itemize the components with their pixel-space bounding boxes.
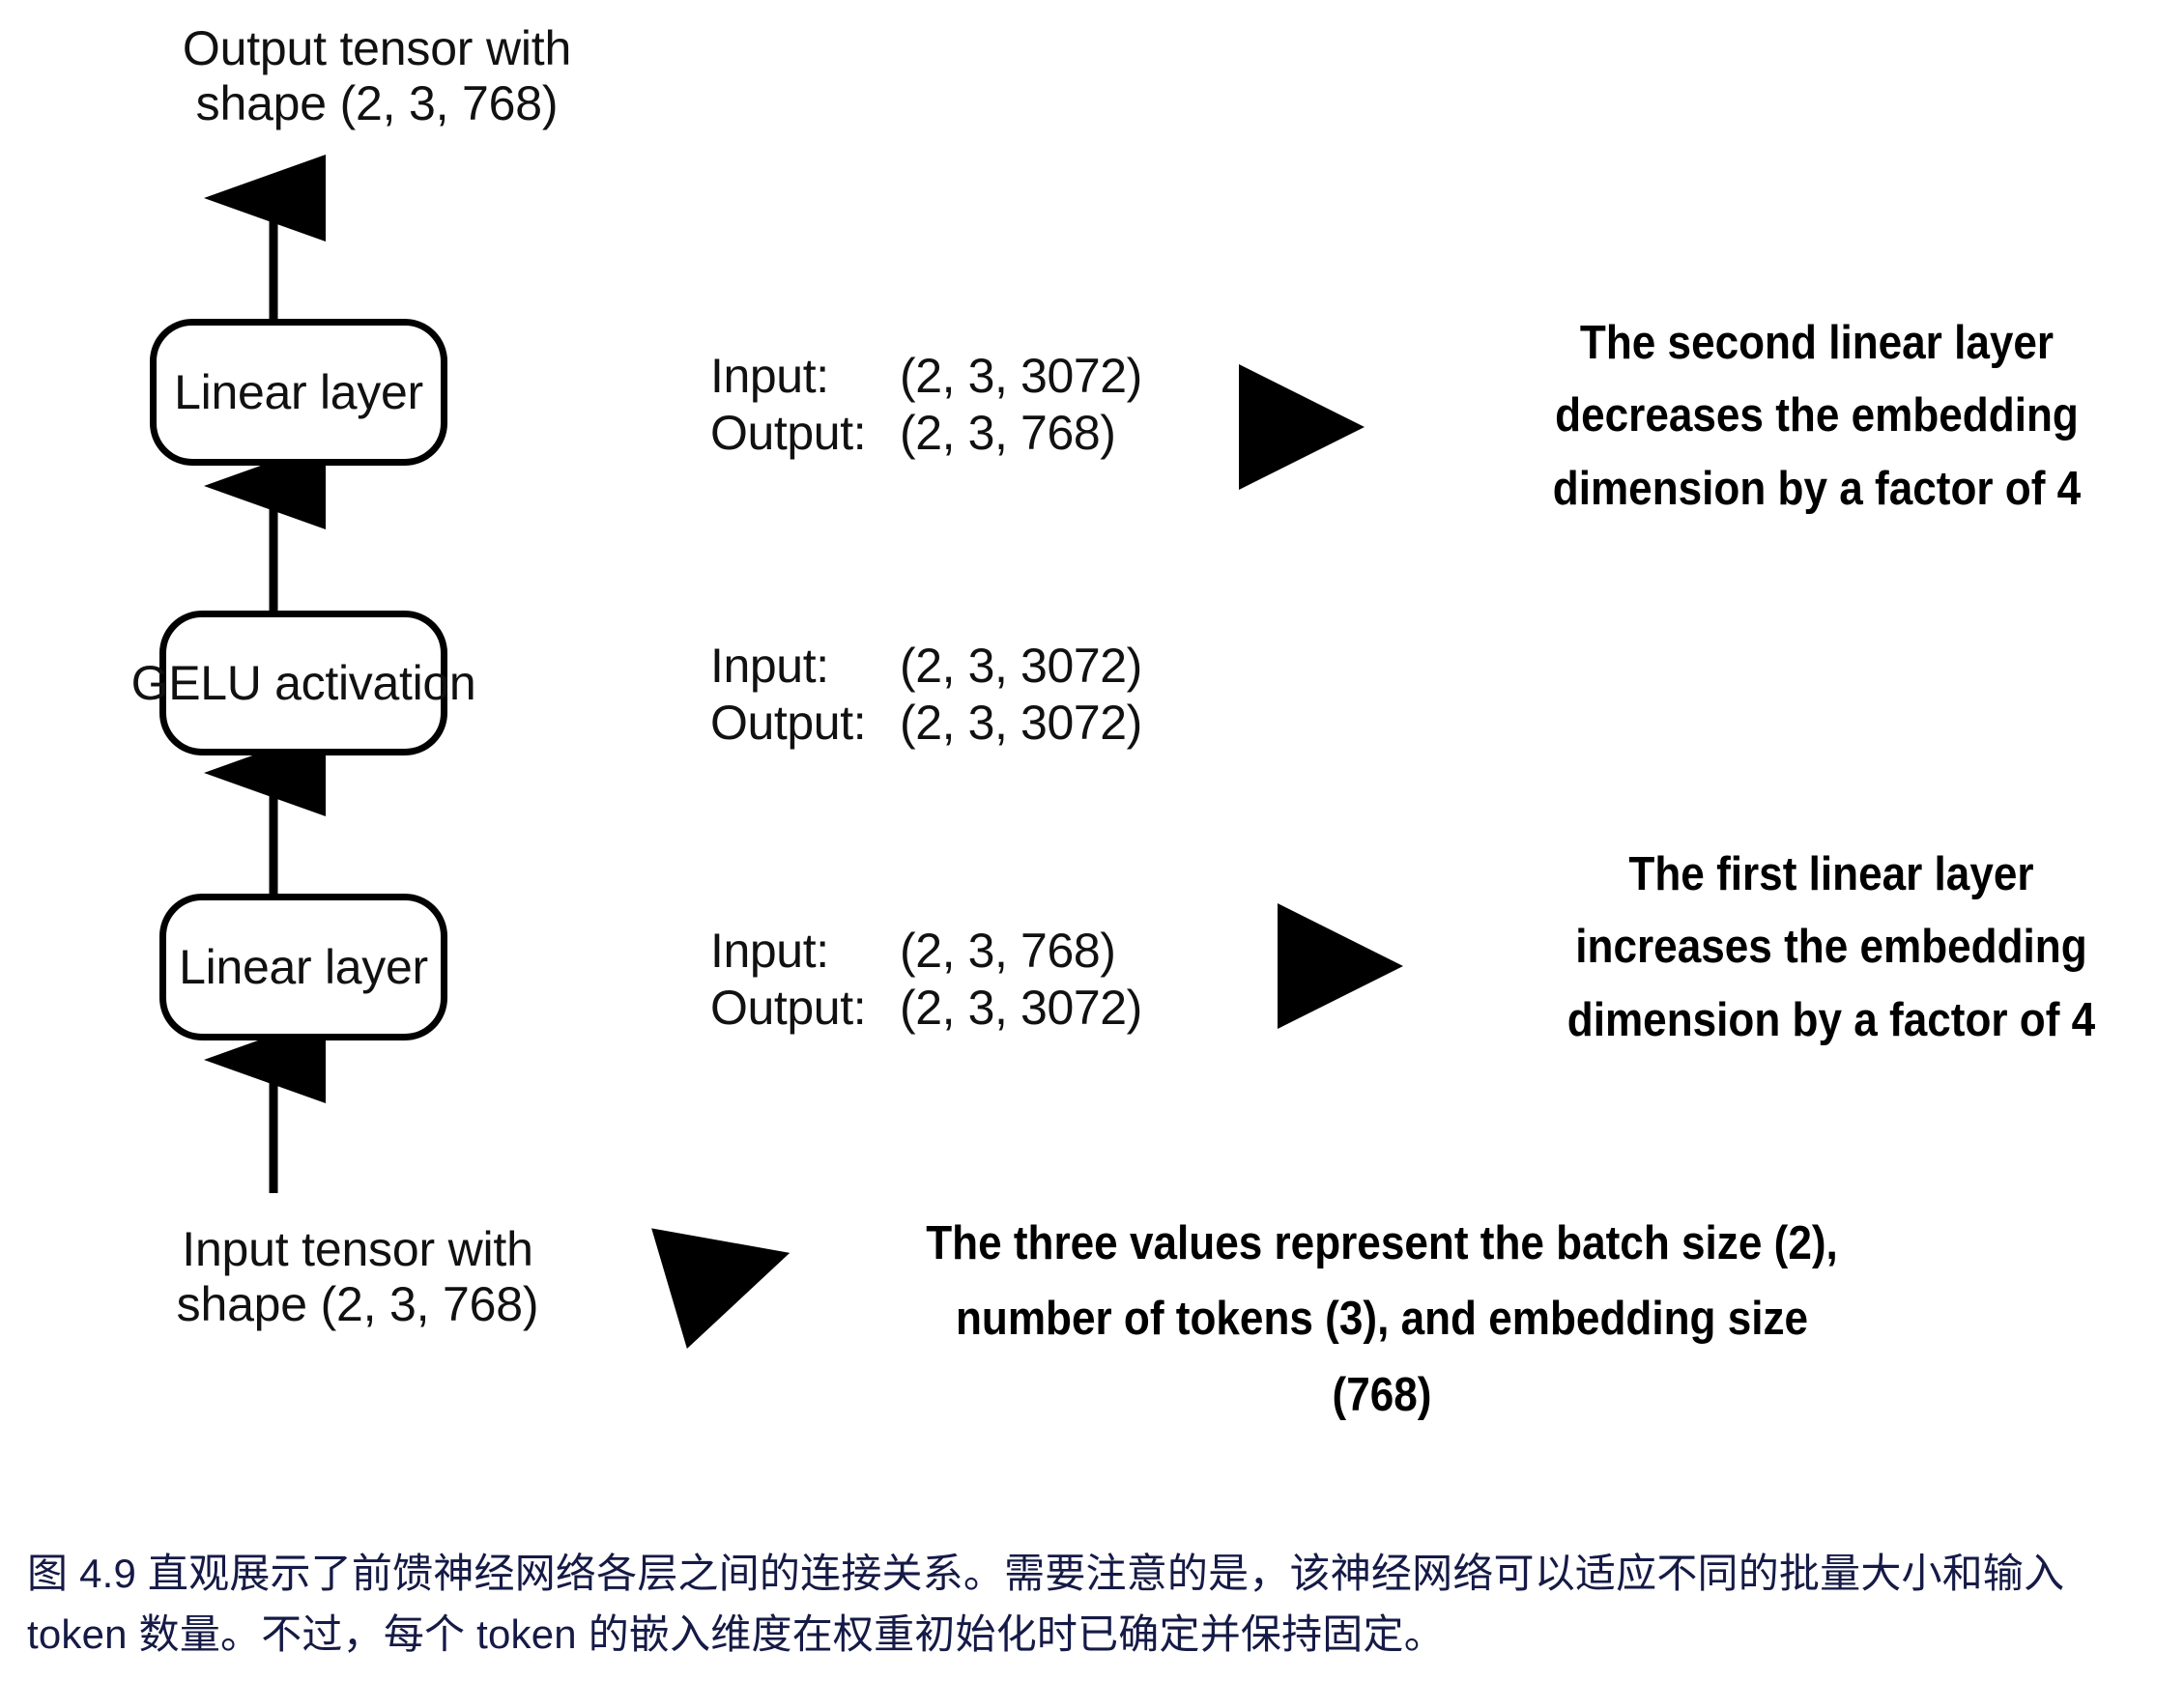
io-input-key-gelu: Input:	[710, 639, 829, 693]
node-gelu-activation-label: GELU activation	[130, 656, 476, 710]
node-linear-layer-second-label: Linear layer	[174, 365, 423, 419]
io-output-key-linear-first: Output:	[710, 981, 867, 1035]
io-spec-gelu: Input: (2, 3, 3072) Output: (2, 3, 3072)	[710, 638, 1142, 752]
io-spec-linear-first: Input: (2, 3, 768) Output: (2, 3, 3072)	[710, 923, 1142, 1037]
annotation-second-linear-layer: The second linear layer decreases the em…	[1552, 317, 2082, 515]
io-output-value-linear-first: (2, 3, 3072)	[900, 981, 1142, 1035]
io-input-row-gelu: Input: (2, 3, 3072)	[710, 638, 1142, 695]
io-output-row-linear-second: Output: (2, 3, 768)	[710, 405, 1142, 462]
output-tensor-label: Output tensor with shape (2, 3, 768)	[182, 21, 572, 130]
io-output-row-linear-first: Output: (2, 3, 3072)	[710, 980, 1142, 1037]
figure-caption: 图 4.9 直观展示了前馈神经网络各层之间的连接关系。需要注意的是，该神经网络可…	[27, 1551, 2065, 1657]
node-linear-layer-second[interactable]: Linear layer	[150, 319, 447, 466]
io-output-key-gelu: Output:	[710, 696, 867, 750]
io-output-key-linear-second: Output:	[710, 406, 867, 460]
io-input-value-linear-second: (2, 3, 3072)	[900, 349, 1142, 403]
pointer-arrow-three-values	[651, 1228, 790, 1350]
node-gelu-activation[interactable]: GELU activation	[131, 611, 476, 755]
annotation-first-linear-layer: The first linear layer increases the emb…	[1566, 848, 2096, 1046]
io-spec-linear-second: Input: (2, 3, 3072) Output: (2, 3, 768)	[710, 348, 1142, 462]
io-output-value-linear-second: (2, 3, 768)	[900, 406, 1116, 460]
io-output-value-gelu: (2, 3, 3072)	[900, 696, 1142, 750]
io-input-value-gelu: (2, 3, 3072)	[900, 639, 1142, 693]
io-input-value-linear-first: (2, 3, 768)	[900, 924, 1116, 978]
input-tensor-label: Input tensor with shape (2, 3, 768)	[176, 1222, 539, 1331]
io-input-row-linear-second: Input: (2, 3, 3072)	[710, 348, 1142, 405]
io-input-key-linear-first: Input:	[710, 924, 829, 978]
io-input-row-linear-first: Input: (2, 3, 768)	[710, 923, 1142, 980]
node-linear-layer-first[interactable]: Linear layer	[159, 894, 447, 1040]
io-output-row-gelu: Output: (2, 3, 3072)	[710, 695, 1142, 752]
io-input-key-linear-second: Input:	[710, 349, 829, 403]
annotation-three-values: The three values represent the batch siz…	[926, 1217, 1838, 1421]
node-linear-layer-first-label: Linear layer	[179, 940, 428, 994]
